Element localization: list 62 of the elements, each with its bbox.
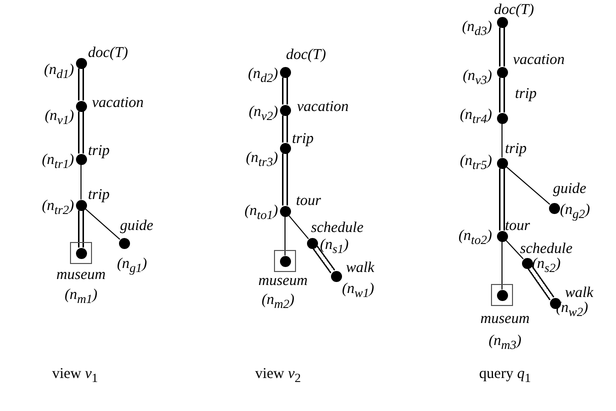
double-line-edge [78,68,84,100]
node-id-label: (n$_{to2}$) [458,228,492,249]
tag-label: guide [553,181,586,198]
node-id-label: (n$_{g1}$) [117,256,147,277]
node-id-label: (n$_{to1}$) [244,203,278,224]
tag-label: schedule [311,220,364,237]
tag-label: vacation [513,52,565,69]
tag-label: museum [258,273,308,290]
tag-label: vacation [92,95,144,112]
node-id-label: (n$_{tr1}$) [42,152,74,173]
tag-label: trip [515,86,537,103]
node-id-label: (n$_{tr4}$) [460,107,492,128]
node-id-label: (n$_{w1}$) [342,281,374,302]
node-id-label: (n$_{d3}$) [462,19,492,40]
edge-line [506,166,550,205]
node-id-label: (n$_{v2}$) [248,104,278,125]
node-id-label: (n$_{s1}$) [320,237,349,258]
edge-line [80,164,82,200]
tag-label: trip [88,187,110,204]
tree-caption: view v$_{2}$ [255,366,301,387]
tag-label: trip [505,141,527,158]
tag-label: doc(T) [494,2,534,19]
tag-label: walk [565,285,594,302]
edge-line [505,240,524,260]
node-id-label: (n$_{tr2}$) [42,198,74,219]
node-id-label: (n$_{d2}$) [248,66,278,87]
node-id-label: (n$_{v3}$) [462,68,492,89]
tag-label: tour [296,193,322,210]
node-id-label: (n$_{m3}$) [488,333,522,354]
double-line-edge [78,210,84,248]
tag-label: trip [88,143,110,160]
double-line-edge [528,266,554,300]
double-line-edge [282,116,288,142]
tag-label: museum [480,311,530,328]
double-line-edge [282,154,288,206]
tag-label: doc(T) [88,45,128,62]
node-id-label: (n$_{v1}$) [44,108,74,129]
tag-label: vacation [297,99,349,116]
double-line-edge [499,78,505,112]
edge-line [288,214,309,240]
node-id-label: (n$_{d1}$) [44,62,74,83]
tag-label: tour [505,218,530,235]
node-id-label: (n$_{m2}$) [262,292,294,313]
double-line-edge [499,168,505,230]
edge-line [284,216,286,256]
tag-label: schedule [520,241,572,258]
double-line-edge [78,112,84,154]
tag-label: trip [292,131,314,148]
double-line-edge [312,246,336,274]
tree-caption: view v$_{1}$ [52,366,98,387]
edge-line [84,208,120,240]
node-id-label: (n$_{tr3}$) [246,150,278,171]
node-id-label: (n$_{m1}$) [64,287,98,308]
double-line-edge [499,28,505,66]
tag-label: museum [56,267,106,284]
node-id-label: (n$_{g2}$) [560,202,590,223]
tag-label: walk [346,260,374,277]
tree-caption: query q$_{1}$ [479,366,531,387]
double-line-edge [282,78,288,104]
tag-label: guide [120,218,154,235]
node-id-label: (n$_{tr5}$) [460,153,492,174]
tag-label: doc(T) [286,47,326,64]
